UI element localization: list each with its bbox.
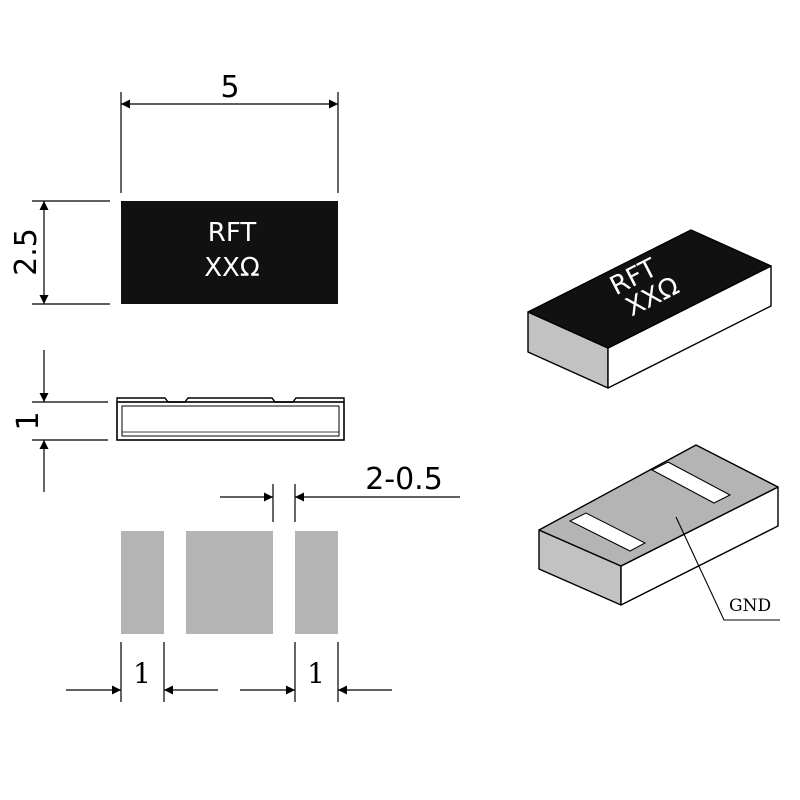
bottom-gap-right [273, 531, 295, 634]
iso-bottom-gap-left [568, 512, 647, 552]
iso-bottom-view [538, 444, 779, 606]
bottom-terminal-left [121, 531, 164, 634]
marking-line1: RFT [208, 218, 257, 248]
gnd-leader-line [675, 516, 780, 621]
gnd-callout: GND [675, 516, 780, 621]
width-label: 5 [220, 70, 239, 105]
iso-bottom-gap-right [650, 461, 732, 504]
side-view-top-profile [116, 397, 345, 403]
side-view-inner [121, 405, 340, 437]
left-terminal-label: 1 [133, 657, 151, 690]
top-view-body [121, 201, 338, 304]
gap-label: 2-0.5 [365, 462, 443, 497]
gnd-label: GND [729, 596, 771, 616]
right-terminal-label: 1 [307, 657, 325, 690]
height-label: 2.5 [9, 228, 44, 276]
bottom-gap-left [164, 531, 186, 634]
thickness-label: 1 [11, 411, 46, 430]
top-view: RFT XXΩ 5 2.5 [9, 70, 339, 305]
iso-top-view: RFT XXΩ [527, 229, 772, 389]
side-view: 1 [11, 350, 345, 492]
marking-line2: XXΩ [204, 253, 260, 283]
bottom-view: 2-0.5 1 1 [66, 462, 460, 702]
bottom-terminal-right [295, 531, 338, 634]
iso-top-face [527, 229, 772, 349]
bottom-gnd-pad [186, 531, 273, 634]
